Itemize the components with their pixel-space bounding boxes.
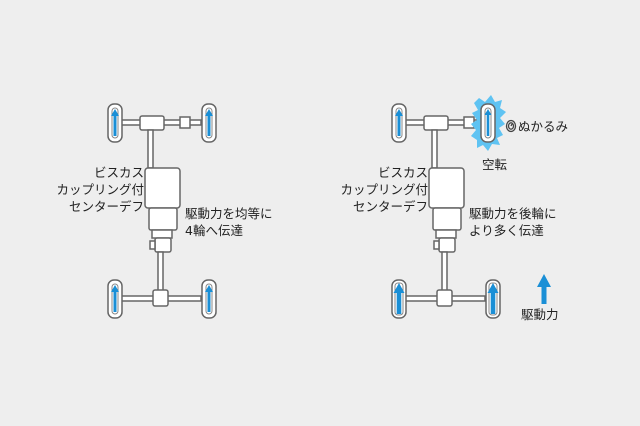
left-center-diff-label: ビスカス カップリング付 センターデフ (40, 164, 144, 215)
label-line: 駆動力を後輪に (469, 206, 557, 221)
mud-swirl-icon (505, 119, 517, 133)
left-rear-axle (120, 289, 202, 307)
up-arrow-icon (111, 109, 119, 136)
left-front-axle (120, 115, 202, 131)
label-line: ビスカス (377, 165, 428, 180)
up-arrow-icon (111, 285, 119, 312)
label-line: 駆動力を均等に (185, 206, 273, 221)
right-propeller-shaft (431, 129, 438, 169)
legend-label: 駆動力 (521, 307, 559, 322)
right-distribution-text: 駆動力を後輪に より多く伝達 (469, 205, 557, 239)
up-arrow-icon (484, 109, 492, 136)
left-propeller-shaft (147, 129, 154, 169)
left-rear-right-wheel (201, 279, 217, 319)
spin-label: 空転 (482, 157, 508, 172)
legend-up-arrow-icon (537, 274, 551, 304)
mud-label: ぬかるみ (518, 119, 569, 134)
left-rear-shaft (157, 251, 164, 293)
label-line: カップリング付 (56, 182, 144, 197)
label-line: ビスカス (93, 165, 144, 180)
up-arrow-icon (395, 109, 403, 136)
label-line: カップリング付 (340, 182, 428, 197)
left-front-right-wheel (201, 103, 217, 143)
right-rear-axle (404, 289, 486, 307)
left-drivetrain (120, 115, 202, 307)
up-arrow-icon (487, 283, 499, 314)
right-front-right-wheel-spinning (471, 95, 506, 151)
label-line: センターデフ (352, 199, 428, 214)
right-rear-shaft (441, 251, 448, 293)
label-line: センターデフ (68, 199, 144, 214)
right-center-diff-label: ビスカス カップリング付 センターデフ (324, 164, 428, 215)
left-front-left-wheel (107, 103, 123, 143)
right-rear-left-wheel (391, 279, 407, 319)
left-distribution-text: 駆動力を均等に 4輪へ伝達 (185, 205, 273, 239)
label-line: より多く伝達 (469, 223, 544, 238)
up-arrow-icon (393, 283, 405, 314)
up-arrow-icon (205, 109, 213, 136)
left-rear-left-wheel (107, 279, 123, 319)
right-center-differential (428, 167, 465, 253)
up-arrow-icon (205, 285, 213, 312)
label-line: 4輪へ伝達 (185, 223, 243, 238)
right-front-left-wheel (391, 103, 407, 143)
left-center-differential (144, 167, 181, 253)
right-rear-right-wheel (485, 279, 501, 319)
